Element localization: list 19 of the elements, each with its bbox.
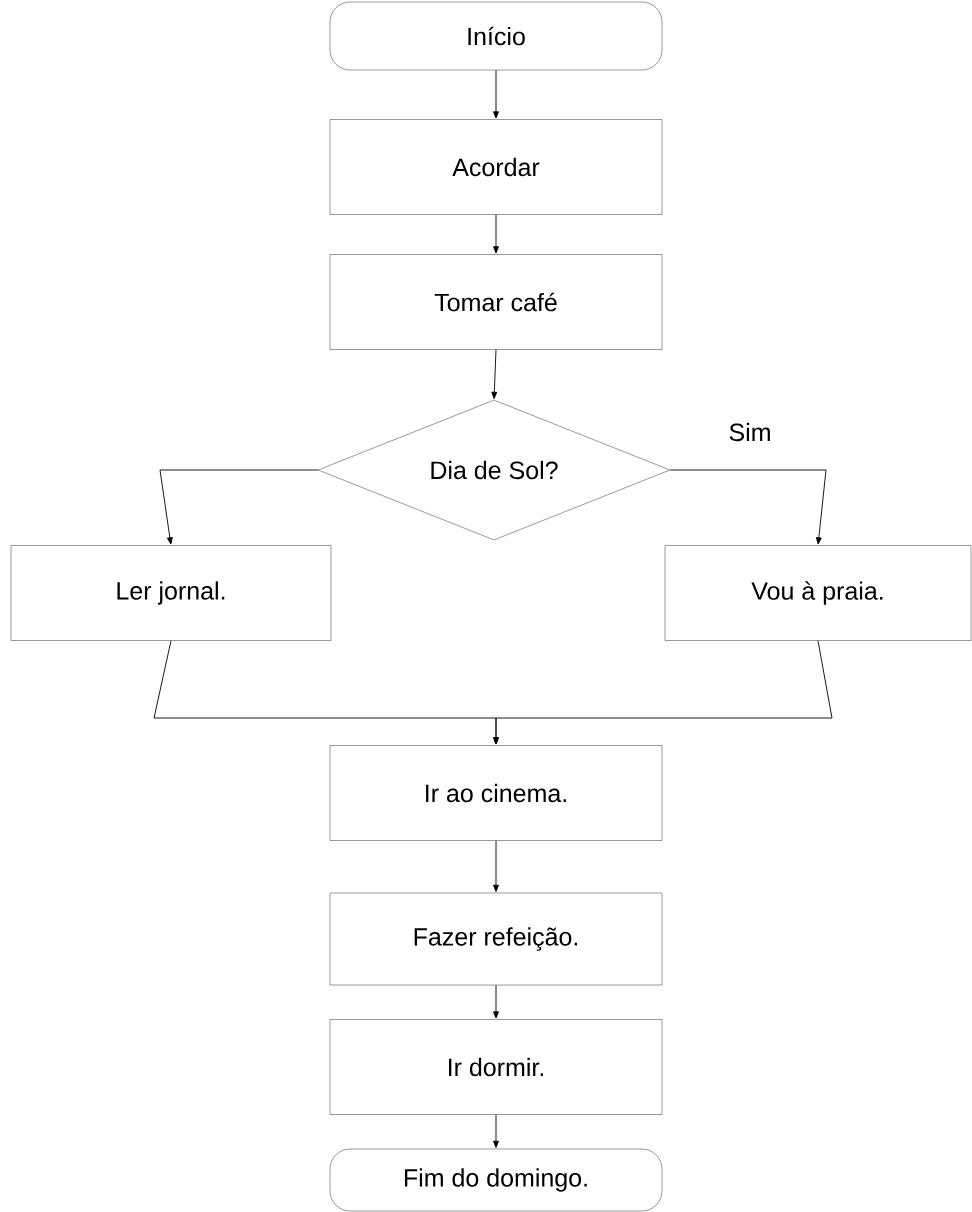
arrow <box>493 840 499 892</box>
edge-label: Sim <box>727 421 773 443</box>
terminal-box: Fim do domingo. <box>329 1148 663 1212</box>
arrow <box>493 69 499 119</box>
process-box: Fazer refeição. <box>329 892 663 986</box>
process-box: Ir dormir. <box>329 1019 663 1115</box>
arrow <box>493 1114 499 1148</box>
process-box: Ir ao cinema. <box>329 745 663 841</box>
process-box: Tomar café <box>329 254 663 350</box>
arrow <box>493 984 499 1019</box>
process-box: Vou à praia. <box>664 545 972 641</box>
arrow <box>493 640 833 745</box>
process-box: Ler jornal. <box>10 545 332 641</box>
arrow <box>493 214 499 254</box>
process-box: Acordar <box>329 119 663 215</box>
arrow <box>491 349 498 399</box>
terminal-box: Início <box>329 1 663 71</box>
arrow <box>159 469 319 545</box>
arrow <box>669 469 827 545</box>
